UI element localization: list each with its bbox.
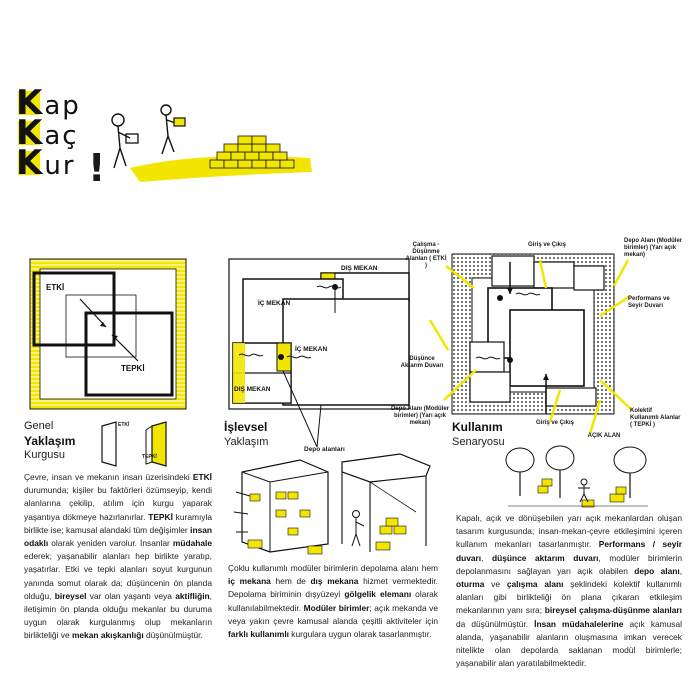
emphasis-text: TEPKİ <box>148 511 173 522</box>
diagram1-heading-light-1: Genel <box>24 420 54 432</box>
body-text-run: ; açık mekanda ve veya yakın çevre kamus… <box>228 602 438 626</box>
emphasis-text: depo alanı <box>634 565 680 576</box>
body-text-run: düşünülmüştür. <box>143 630 203 641</box>
dis-mekan-bottom-label: DIŞ MEKAN <box>234 386 271 393</box>
body-text-run: olarak yeniden varolur. İnsanlar <box>48 538 173 549</box>
ic-mekan-mid-label: İÇ MEKAN <box>295 346 328 353</box>
dis-mekan-top-label: DIŞ MEKAN <box>341 265 378 272</box>
body-text-run: Kapalı, açık ve dönüşebilen yarı açık me… <box>456 513 682 550</box>
etki-tepki-diagram <box>29 258 187 410</box>
ic-mekan-top-label: İÇ MEKAN <box>258 300 291 307</box>
emphasis-text: aktifliğin <box>175 590 210 601</box>
depo-alani-top-label: Depo Alanı (Modüler birimler) (Yarı açık… <box>624 238 683 258</box>
title-initial: K <box>16 143 45 183</box>
acik-alan-label: AÇIK ALAN <box>587 433 621 439</box>
body-text-run: da düşünülmüştür. <box>456 618 535 629</box>
emphasis-text: İnsan müdahalelerine <box>534 618 624 629</box>
open-area-trees-sketch <box>505 445 648 508</box>
diagram2-heading-light: Yaklaşım <box>224 436 269 448</box>
body-text-run: ederek; yaşanabilir alanları hep birlikt… <box>24 551 212 601</box>
body-text-run: şeklindeki kolektif kullanımlı alanları … <box>456 579 682 616</box>
text-column-2: Çoklu kullanımlı modüler birimlerin depo… <box>228 562 438 641</box>
body-text-run: durumunda; kişiler bu faktörleri özümsey… <box>24 485 212 522</box>
diagram3-heading-light: Senaryosu <box>452 436 505 448</box>
title-rest: ur <box>44 151 76 181</box>
emphasis-text: bireysel çalışma-düşünme alanları <box>544 605 683 616</box>
emphasis-text: ETKİ <box>192 472 212 482</box>
etki-label: ETKİ <box>46 283 65 292</box>
emphasis-text: gölgelik elemanı <box>344 589 412 600</box>
depo-alanlari-label: Depo alanları <box>304 446 345 453</box>
diagram2-heading-bold: İşlevsel <box>224 420 268 434</box>
emphasis-text: bireysel <box>54 590 87 601</box>
text-column-1: Çevre, insan ve mekanın insan üzerisinde… <box>24 471 212 643</box>
kolektif-alanlar-label: Kolektif Kullanımlı Alanlar ( TEPKİ ) <box>630 408 681 428</box>
diagram1-heading-bold: Yaklaşım <box>24 434 76 448</box>
text-column-2-paragraph: Çoklu kullanımlı modüler birimlerin depo… <box>228 562 438 641</box>
emphasis-text: mekan akışkanlığı <box>71 630 144 641</box>
title-rest: aç <box>44 121 79 151</box>
body-text-run: olarak kullanılabilmektedir. <box>228 589 438 613</box>
emphasis-text: düşünce aktarım duvarı <box>492 552 599 563</box>
body-text-run: , iletişimin ön planda olduğu mekanlar b… <box>24 590 212 641</box>
emphasis-text: Modüler birimler <box>303 602 370 613</box>
body-text-run: açık kamusal alanda, yaşanabilir alanlar… <box>456 618 683 669</box>
body-text-run: hizmet vermektedir. Depolama biriminin d… <box>228 576 439 600</box>
dusunce-aktarim-label: Düşünce Aktarım Duvarı <box>400 356 444 369</box>
modular-storage-sketches <box>233 453 431 555</box>
emphasis-text: Performans / seyir duvarı <box>456 539 683 563</box>
emphasis-text: müdahale <box>172 538 212 549</box>
body-text-run: var olan yaşantı veya <box>86 590 176 601</box>
figures-carrying-crates-illustration <box>111 104 312 182</box>
text-column-1-paragraph: Çevre, insan ve mekanın insan üzerisinde… <box>24 471 212 643</box>
calisma-dusunme-label: Çalışma - Düşünme Alanları ( ETKİ ) <box>405 242 447 269</box>
diagram3-heading-bold: Kullanım <box>452 420 503 434</box>
title-line-kur: Kur <box>16 146 76 181</box>
body-text-run: , <box>679 565 683 576</box>
title-rest: ap <box>44 91 81 121</box>
performans-seyir-label: Performans ve Seyir Duvarı <box>628 296 670 309</box>
depo-alani-bottom-label: Depo Alanı (Modüler birimler) (Yarı açık… <box>390 406 450 426</box>
etki-tepki-panels-illustration <box>101 421 167 467</box>
giris-cikis-bottom-label: Giriş ve Çıkış <box>535 420 575 426</box>
emphasis-text: çalışma alanı <box>506 579 564 590</box>
emphasis-text: insan odaklı <box>24 524 212 549</box>
emphasis-text: oturma <box>456 579 485 590</box>
kullanim-senaryosu-diagram <box>451 253 615 415</box>
body-text-run: Çevre, insan ve mekanın insan üzerisinde… <box>24 472 193 482</box>
body-text-run: , <box>481 552 492 563</box>
text-column-3: Kapalı, açık ve dönüşebilen yarı açık me… <box>456 512 682 670</box>
body-text-run: kurgulara uygun olarak tasarlanmıştır. <box>288 629 432 640</box>
islevsel-diagram <box>228 258 410 448</box>
emphasis-text: dış mekana <box>310 576 359 587</box>
emphasis-text: iç mekana <box>228 576 271 587</box>
body-text-run: ve <box>484 579 507 590</box>
body-text-run: , modüler birimlerin depolanmasını sağla… <box>456 552 682 576</box>
body-text-run: kuramıyla birlikte ise; kamusal alandaki… <box>24 511 212 535</box>
tepki-label: TEPKİ <box>121 364 145 373</box>
mini-etki-label: ETKİ <box>118 422 130 428</box>
giris-cikis-top-label: Giriş ve Çıkış <box>527 242 567 248</box>
emphasis-text: farklı kullanımlı <box>228 629 289 640</box>
body-text-run: hem de <box>270 576 311 587</box>
callout-pointer-lines <box>428 259 633 435</box>
diagram1-heading-light-2: Kurgusu <box>24 449 65 461</box>
mini-tepki-label: TEPKİ <box>142 454 157 460</box>
body-text-run: Çoklu kullanımlı modüler birimlerin depo… <box>228 563 438 573</box>
title-exclamation: ! <box>88 146 106 190</box>
text-column-3-paragraph: Kapalı, açık ve dönüşebilen yarı açık me… <box>456 512 682 670</box>
